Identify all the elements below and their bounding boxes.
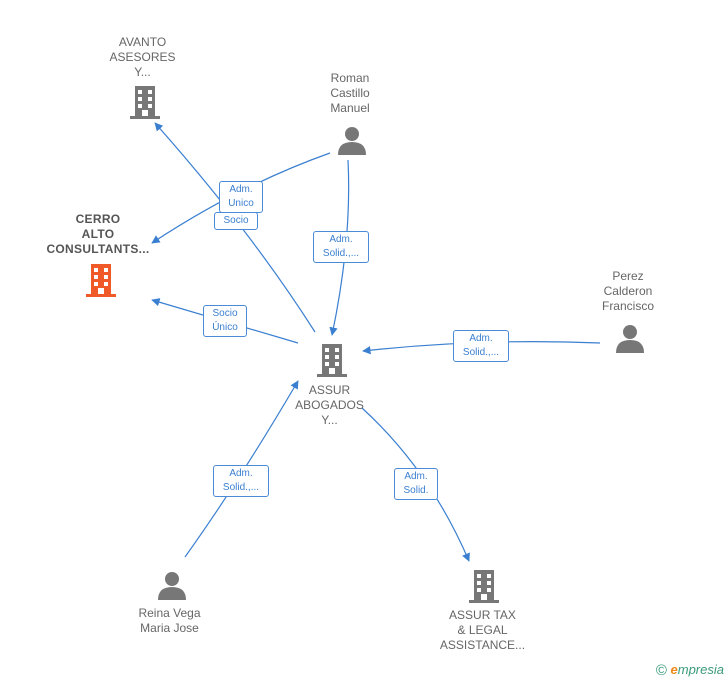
node-label-roman[interactable]: Roman Castillo Manuel — [330, 71, 370, 115]
building-icon — [469, 570, 499, 603]
node-label-cerro[interactable]: CERRO ALTO CONSULTANTS... — [46, 212, 150, 256]
edge-label-socio-unico: Socio Único — [203, 305, 247, 337]
building-icon — [130, 86, 160, 119]
brand-logo-e: e — [670, 662, 678, 677]
person-icon — [338, 127, 366, 155]
building-icon — [317, 344, 347, 377]
brand-footer: © empresia — [656, 662, 724, 679]
building-icon — [86, 264, 116, 297]
node-label-assur[interactable]: ASSUR ABOGADOS Y... — [295, 383, 364, 427]
brand-name: mpresia — [677, 662, 724, 677]
node-label-avanto[interactable]: AVANTO ASESORES Y... — [109, 35, 176, 79]
edge-label-adm-solid-reina: Adm. Solid.,... — [213, 465, 269, 497]
node-label-reina[interactable]: Reina Vega Maria Jose — [138, 606, 201, 635]
edge-label-adm-solid-roman: Adm. Solid.,... — [313, 231, 369, 263]
person-icon — [158, 572, 186, 600]
node-label-perez[interactable]: Perez Calderon Francisco — [601, 269, 654, 313]
person-icon — [616, 325, 644, 353]
edge-label-adm-unico: Adm. Unico — [219, 181, 263, 213]
node-label-tax[interactable]: ASSUR TAX & LEGAL ASSISTANCE... — [439, 608, 526, 652]
edge-label-adm-solid-perez: Adm. Solid.,... — [453, 330, 509, 362]
edge-label-adm-solid-tax: Adm. Solid. — [394, 468, 438, 500]
edge-label-socio: Socio — [214, 212, 258, 230]
copyright-icon: © — [655, 662, 667, 679]
